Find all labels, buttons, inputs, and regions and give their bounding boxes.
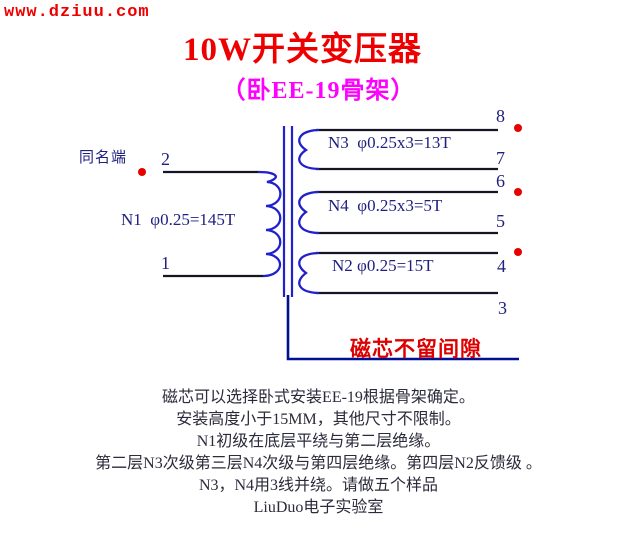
n3-winding-label: N3 φ0.25x3=13T xyxy=(328,133,451,152)
page-title: 10W开关变压器 xyxy=(183,32,422,68)
note-line: 磁芯可以选择卧式安装EE-19根据骨架确定。 xyxy=(162,389,475,406)
note-line: 第二层N3次级第三层N4次级与第四层绝缘。第四层N2反馈级 。 xyxy=(95,455,542,472)
page-subtitle: （卧EE-19骨架） xyxy=(221,78,416,104)
site-logo: www.dziuu.com xyxy=(4,3,150,22)
n4-winding-label: N4 φ0.25x3=5T xyxy=(328,196,443,215)
note-line: LiuDuo电子实验室 xyxy=(253,499,384,516)
polarity-dot-primary xyxy=(138,168,146,176)
note-line: N1初级在底层平绕与第二层绝缘。 xyxy=(196,433,441,450)
polarity-dot-pin6 xyxy=(514,188,522,196)
primary-winding-label: N1 φ0.25=145T xyxy=(121,210,236,229)
n2-winding-coil xyxy=(298,251,320,295)
pin-3-label: 3 xyxy=(498,298,507,318)
same-polarity-label: 同名端 xyxy=(79,150,128,166)
n2-winding-label: N2 φ0.25=15T xyxy=(332,256,434,275)
notes-block: 磁芯可以选择卧式安装EE-19根据骨架确定。 安装高度小于15MM，其他尺寸不限… xyxy=(0,387,637,519)
pin-6-label: 6 xyxy=(496,171,505,191)
core-note-pointer-line xyxy=(286,295,519,361)
core-gap-note: 磁芯不留间隙 xyxy=(350,337,482,361)
n3-winding-coil xyxy=(298,128,320,171)
note-line: N3，N4用3线并绕。请做五个样品 xyxy=(198,477,439,494)
pin-7-label: 7 xyxy=(496,148,505,168)
pin-8-label: 8 xyxy=(496,106,505,126)
pin-1-label: 1 xyxy=(161,253,170,273)
polarity-dot-pin4 xyxy=(514,248,522,256)
n4-winding-coil xyxy=(298,190,320,235)
polarity-dot-pin8 xyxy=(514,124,522,132)
pin-4-label: 4 xyxy=(497,256,506,276)
note-line: 安装高度小于15MM，其他尺寸不限制。 xyxy=(176,411,461,428)
primary-winding-coil xyxy=(257,170,282,278)
pin-2-label: 2 xyxy=(161,149,170,169)
pin-5-label: 5 xyxy=(496,211,505,231)
